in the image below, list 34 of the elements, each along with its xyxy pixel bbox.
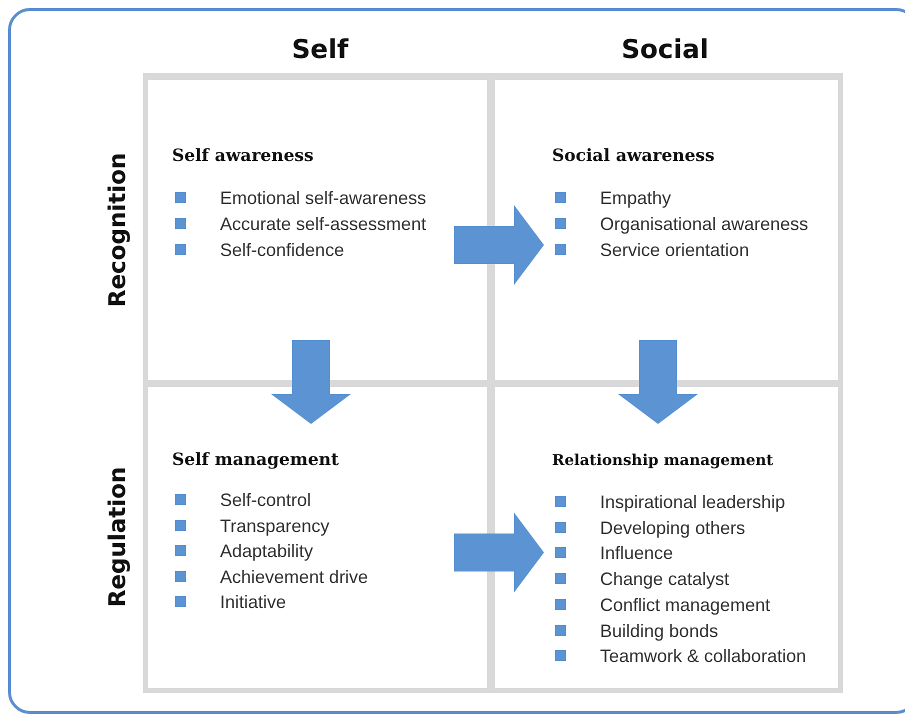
block-arrow — [618, 340, 698, 424]
list-item: Self-confidence — [220, 239, 344, 262]
row-header: Regulation — [105, 466, 131, 608]
row-header: Recognition — [105, 152, 131, 308]
section-heading: Relationship management — [552, 451, 774, 469]
block-arrow — [454, 205, 544, 285]
list-item: Achievement drive — [220, 566, 368, 588]
list-item: Emotional self-awareness — [220, 187, 426, 210]
list-item: Developing others — [600, 516, 746, 540]
list-item: Change catalyst — [600, 568, 730, 592]
block-arrow — [271, 340, 351, 424]
list-item: Inspirational leadership — [600, 491, 786, 514]
list-item: Self-control — [220, 489, 312, 512]
quadrant-panel — [495, 80, 838, 380]
quadrant-panel — [148, 387, 487, 688]
block-arrow — [454, 512, 544, 593]
list-item: Empathy — [600, 187, 672, 210]
list-item: Accurate self-assessment — [220, 213, 426, 236]
column-header: Social — [621, 35, 709, 65]
section-heading: Social awareness — [552, 146, 715, 166]
quadrant-panel — [148, 80, 487, 380]
list-item: Building bonds — [600, 620, 718, 643]
list-item: Influence — [600, 542, 674, 566]
list-item: Initiative — [220, 591, 286, 614]
list-item: Adaptability — [220, 540, 314, 563]
column-header: Self — [292, 35, 348, 65]
list-item: Organisational awareness — [600, 213, 808, 236]
section-heading: Self management — [172, 450, 339, 470]
section-heading: Self awareness — [172, 146, 314, 166]
quadrant-panel — [495, 387, 838, 688]
list-item: Service orientation — [600, 239, 750, 262]
list-item: Transparency — [220, 514, 330, 538]
list-item: Teamwork & collaboration — [600, 645, 806, 668]
list-item: Conflict management — [600, 594, 770, 617]
